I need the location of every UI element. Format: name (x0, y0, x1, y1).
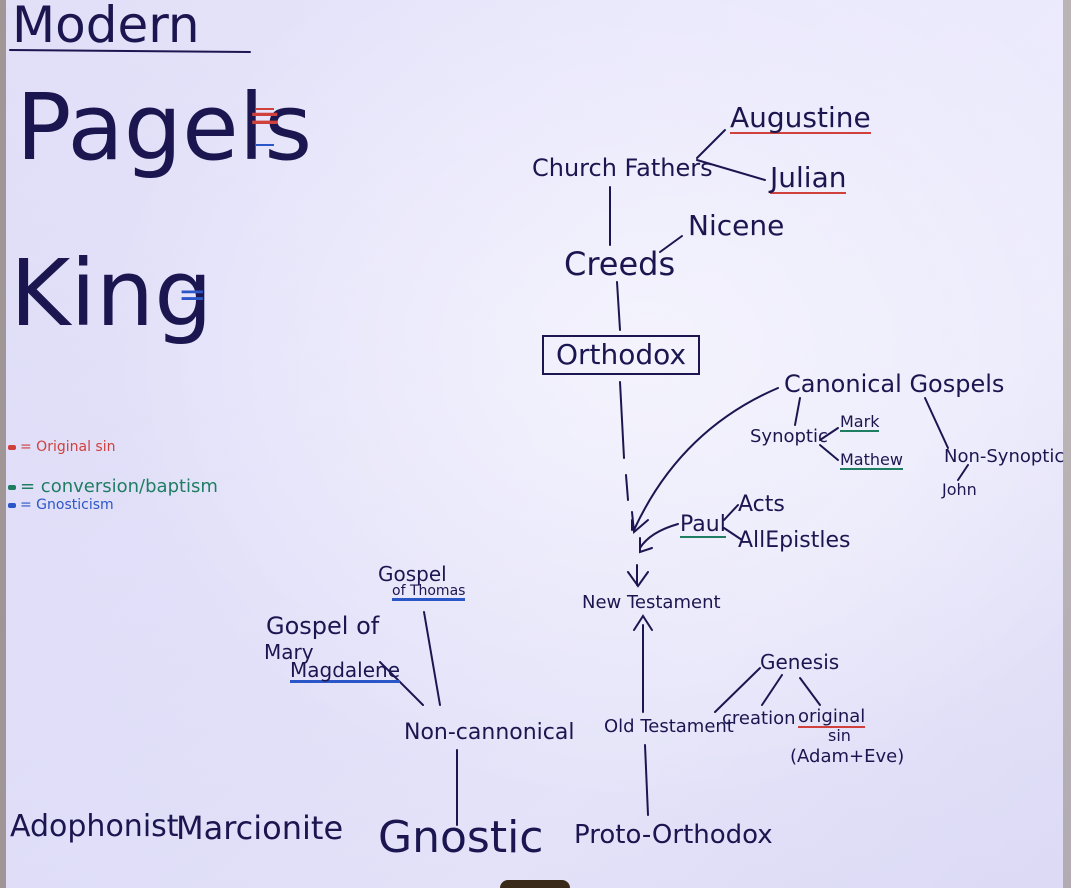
node-gospel-mary-3: Magdalene (290, 658, 400, 683)
node-creeds: Creeds (564, 245, 676, 283)
group-gnostic: Gnostic (378, 812, 544, 863)
group-marcionite: Marcionite (176, 809, 344, 847)
node-non-canonical: Non-cannonical (404, 720, 575, 745)
legend-conversion: = conversion/baptism (8, 478, 218, 496)
node-orthodox: Orthodox (542, 335, 701, 375)
line-nonsynoptic-john (957, 464, 969, 481)
node-old-testament: Old Testament (604, 716, 734, 737)
line-thomas-noncanonical (423, 611, 441, 706)
node-nicene: Nicene (688, 209, 785, 242)
group-proto-orthodox: Proto-Orthodox (574, 820, 773, 850)
line-creeds-orthodox (616, 281, 621, 331)
line-mary-noncanonical (379, 661, 424, 706)
node-john: John (942, 480, 977, 499)
line-canonical-synoptic (794, 397, 801, 426)
line-canonical-nt (633, 387, 779, 531)
line-paul-acts (723, 504, 739, 521)
node-synoptic: Synoptic (750, 426, 828, 447)
line-synoptic-mark (819, 427, 839, 441)
node-acts: Acts (738, 492, 785, 517)
line-paul-nt (639, 523, 679, 549)
red-swatch-icon (8, 444, 16, 450)
modern-heading: Modern (12, 0, 200, 54)
line-ot-proto (644, 744, 649, 816)
node-adam-eve: (Adam+Eve) (790, 746, 905, 767)
line-fathers-julian (696, 159, 766, 181)
node-genesis: Genesis (760, 650, 840, 674)
arrowhead-nt-top (627, 571, 649, 588)
node-augustine: Augustine (730, 101, 871, 134)
node-church-fathers: Church Fathers (532, 154, 713, 182)
node-non-synoptic: Non-Synoptic (944, 446, 1065, 467)
arrowhead-paul (639, 537, 653, 554)
line-synoptic-mathew (819, 444, 839, 461)
arrowhead-canonical (631, 511, 649, 535)
node-gospel-mary-2: Mary (264, 640, 314, 664)
line-genesis-original-sin (799, 677, 821, 706)
node-julian: Julian (770, 161, 847, 194)
king-equals: = (178, 275, 207, 315)
line-canonical-nonsynoptic (924, 397, 949, 449)
pagels-equals: = (248, 95, 282, 141)
legend-gnosticism: = Gnosticism (8, 498, 114, 512)
node-canonical-gospels: Canonical Gospels (784, 370, 1005, 398)
node-creation: creation (722, 708, 796, 729)
pagels-blue-mark (256, 144, 274, 146)
king-label: King (10, 240, 213, 347)
node-new-testament: New Testament (582, 592, 721, 613)
node-gospel-thomas-1: Gospel (378, 562, 447, 586)
modern-underline (9, 49, 251, 53)
blue-swatch-icon (8, 502, 16, 508)
green-swatch-icon (8, 484, 16, 490)
line-genesis-creation (761, 674, 783, 706)
node-mathew: Mathew (840, 450, 903, 470)
line-ot-genesis (714, 667, 761, 713)
paper-edge-right (1063, 0, 1071, 888)
pagels-red-mark (256, 108, 274, 110)
node-gospel-thomas-2: of Thomas (392, 583, 466, 601)
node-all-epistles: AllEpistles (738, 528, 851, 553)
line-creeds-nicene (659, 235, 683, 253)
line-paul-epistles (723, 527, 743, 541)
thumb-shadow (500, 880, 570, 888)
node-gospel-mary-1: Gospel of (266, 612, 380, 640)
legend-original-sin: = Original sin (8, 440, 115, 454)
node-mark: Mark (840, 412, 880, 432)
line-dash-1 (625, 474, 629, 501)
arrowhead-nt-bottom (633, 614, 653, 631)
node-original-sin-1: original (798, 706, 866, 728)
node-original-sin-2: sin (828, 726, 851, 745)
line-fathers-augustine (696, 129, 726, 159)
node-paul: Paul (680, 512, 726, 538)
line-orthodox-down (619, 381, 625, 459)
pagels-label: Pagels (16, 74, 313, 181)
group-adophonist: Adophonist (10, 809, 179, 844)
paper-edge-left (0, 0, 6, 888)
